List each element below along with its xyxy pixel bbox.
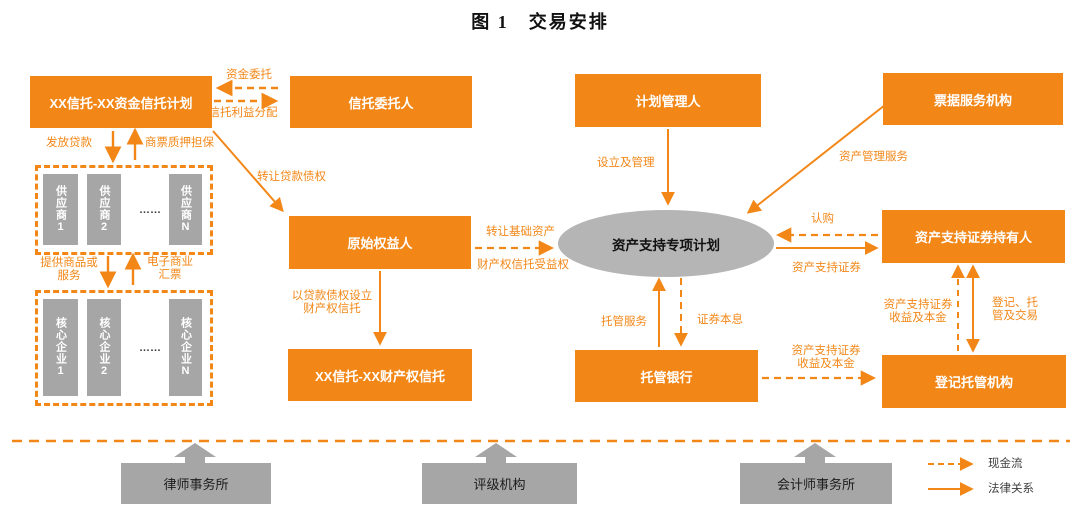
label-transfer-loan-claims: 转让贷款债权 [257, 171, 326, 183]
node-plan-manager: 计划管理人 [575, 74, 761, 127]
label-transfer-base-assets: 转让基础资产 [486, 226, 555, 238]
group-suppliers: 供应商1 供应商2 …… 供应商N [35, 165, 213, 255]
legend-cash-flow-label: 现金流 [988, 458, 1023, 470]
node-supplier-1: 供应商1 [43, 174, 78, 245]
node-trust-principal: 信托委托人 [290, 76, 472, 128]
node-spv-ellipse: 资产支持专项计划 [558, 210, 774, 277]
arrow-transfer-loan-claims [212, 130, 284, 213]
node-fund-trust-plan: XX信托-XX资金信托计划 [30, 76, 212, 128]
label-subscribe: 认购 [811, 213, 834, 225]
label-abs-income-bottom: 资产支持证券 收益及本金 [791, 345, 861, 370]
label-create-property-trust: 以贷款债权设立 财产权信托 [291, 290, 373, 315]
label-trust-benefit-dist: 信托利益分配 [208, 107, 278, 119]
suppliers-ellipsis: …… [139, 204, 161, 216]
label-establish-manage: 设立及管理 [597, 157, 655, 169]
node-accounting-firm: 会计师事务所 [740, 463, 892, 504]
node-core-enterprise-n: 核心企业N [169, 299, 202, 396]
label-e-commercial-bill: 电子商业 汇票 [147, 256, 193, 281]
node-law-firm: 律师事务所 [121, 463, 271, 504]
label-abs: 资产支持证券 [792, 262, 861, 274]
node-abs-holders: 资产支持证券持有人 [882, 210, 1065, 263]
figure-title: 图 1 交易安排 [471, 12, 609, 32]
arrow-asset-mgmt-service [746, 104, 886, 214]
node-rating-agency: 评级机构 [422, 463, 577, 504]
label-fund-entrust: 资金委托 [226, 69, 272, 81]
node-custodian-bank: 托管银行 [575, 350, 758, 402]
node-bill-service: 票据服务机构 [883, 73, 1063, 125]
block-arrow-rating-agency [475, 443, 517, 465]
node-core-enterprise-1: 核心企业1 [43, 299, 78, 396]
label-asset-mgmt-service: 资产管理服务 [839, 151, 908, 163]
label-securities-principal-interest: 证券本息 [697, 314, 743, 326]
label-provide-goods: 提供商品或 服务 [40, 257, 98, 282]
node-original-holder: 原始权益人 [289, 216, 471, 269]
core-enterprises-ellipsis: …… [139, 342, 161, 354]
node-supplier-2: 供应商2 [87, 174, 121, 245]
node-core-enterprise-2: 核心企业2 [87, 299, 121, 396]
legend-legal-relation-label: 法律关系 [988, 483, 1034, 495]
label-register-custody-trade: 登记、托 管及交易 [992, 297, 1038, 322]
group-core-enterprises: 核心企业1 核心企业2 …… 核心企业N [35, 290, 213, 406]
node-supplier-n: 供应商N [169, 174, 202, 245]
block-arrow-law-firm [174, 443, 216, 465]
node-registry: 登记托管机构 [882, 355, 1066, 408]
label-bill-pledge: 商票质押担保 [145, 137, 214, 149]
label-issue-loans: 发放贷款 [46, 137, 92, 149]
label-property-trust-benefit: 财产权信托受益权 [477, 259, 569, 271]
label-abs-income-left: 资产支持证券 收益及本金 [883, 299, 953, 324]
node-property-trust: XX信托-XX财产权信托 [288, 349, 472, 401]
label-custody-service: 托管服务 [601, 316, 647, 328]
block-arrow-accounting-firm [794, 443, 836, 465]
